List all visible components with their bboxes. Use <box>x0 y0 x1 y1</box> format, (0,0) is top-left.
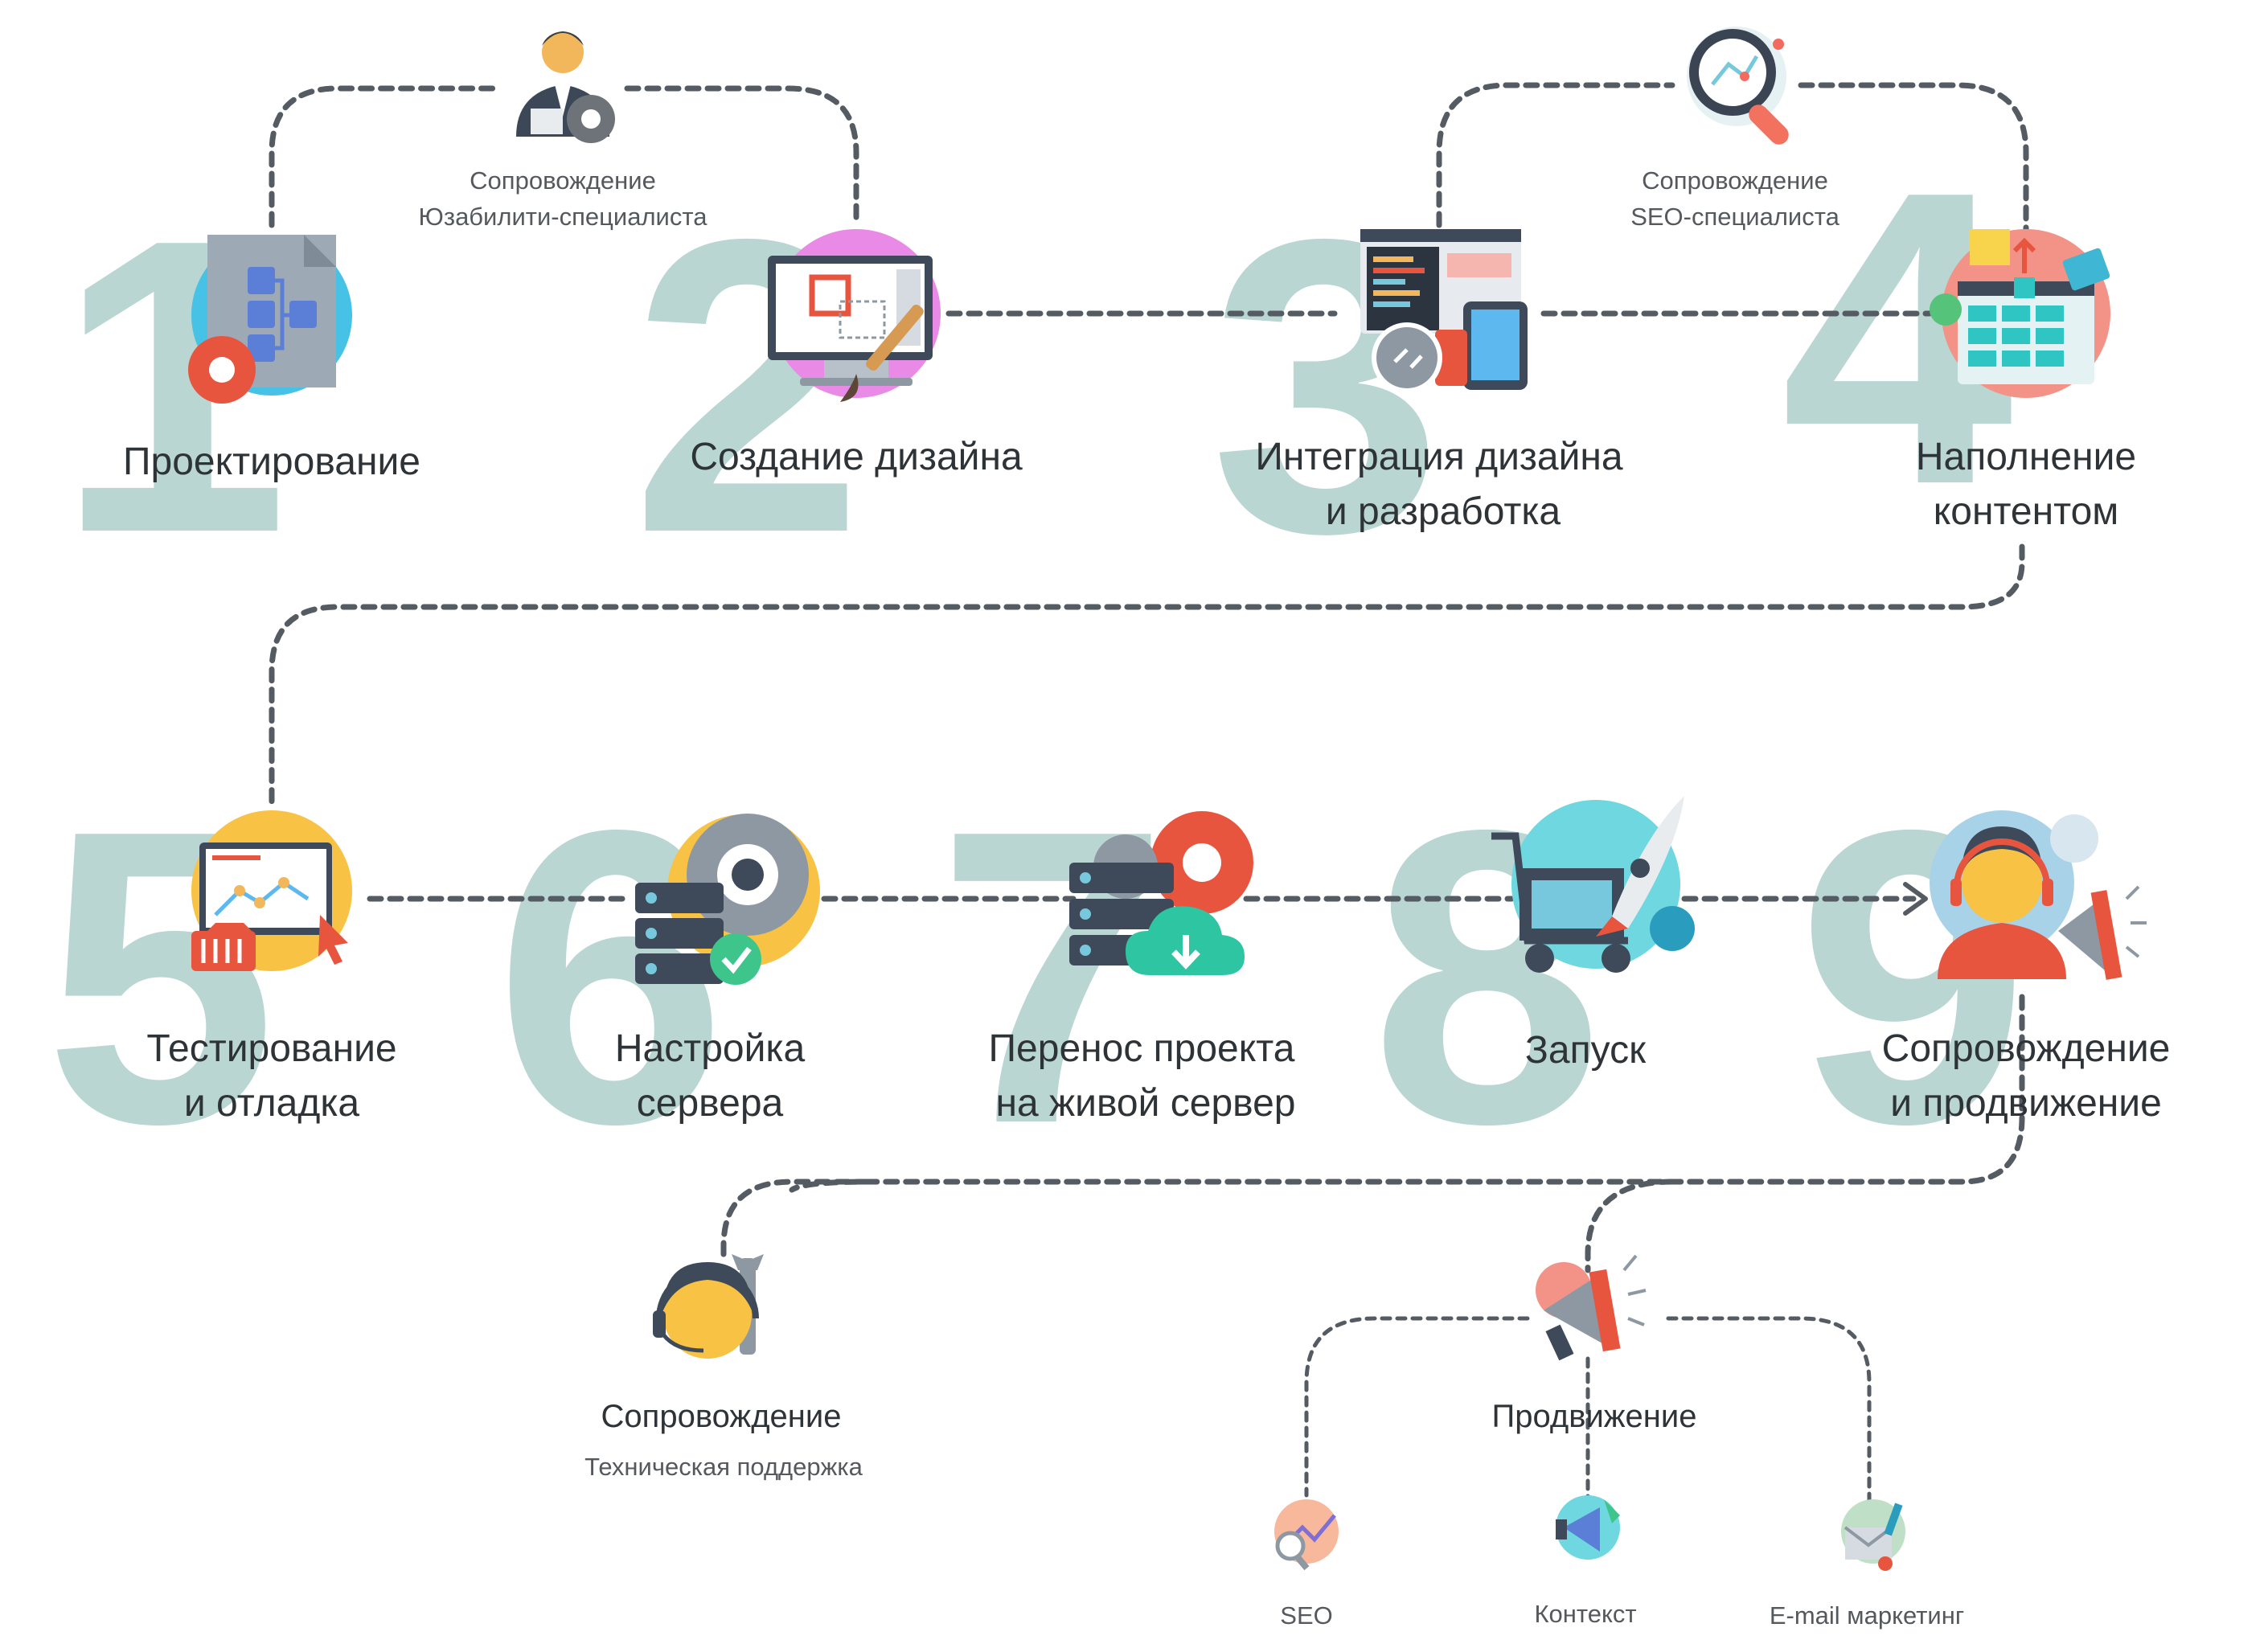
email-marketing-icon <box>1841 1499 1905 1571</box>
monitor-brush-icon <box>768 229 941 402</box>
step-title-9a: Сопровождение <box>1882 1027 2171 1070</box>
context-ads-icon <box>1556 1495 1620 1560</box>
specialist-seo-subtitle: SEO-специалиста <box>1630 203 1839 231</box>
step-title-2: Создание дизайна <box>690 436 1023 478</box>
promotion-branches <box>1304 1316 1872 1510</box>
promotion-megaphone-icon <box>1536 1254 1647 1361</box>
step-title-7a: Перенос проекта <box>989 1027 1295 1070</box>
server-gear-icon <box>635 814 820 985</box>
cart-rocket-icon <box>1491 796 1695 973</box>
channel-context-label: Контекст <box>1534 1600 1636 1628</box>
seo-chart-icon <box>1274 1499 1339 1571</box>
process-path <box>269 82 2029 1273</box>
code-devices-icon <box>1360 229 1528 393</box>
step-title-4a: Наполнение <box>1916 436 2136 478</box>
specialist-seo-title: Сопровождение <box>1642 166 1828 195</box>
server-download-icon <box>1069 811 1253 975</box>
content-board-icon <box>1930 229 2110 398</box>
step-title-5b: и отладка <box>184 1082 359 1125</box>
specialist-usability-subtitle: Юзабилити-специалиста <box>419 203 708 231</box>
step-title-5a: Тестирование <box>146 1027 396 1070</box>
promotion-title: Продвижение <box>1492 1399 1697 1434</box>
support-title: Сопровождение <box>601 1399 842 1434</box>
step-title-6a: Настройка <box>615 1027 806 1070</box>
support-promotion-labels: Сопровождение Техническая поддержка Прод… <box>584 1399 1964 1630</box>
step-number-5: 5 <box>44 744 277 1211</box>
step-title-7b: на живой сервер <box>995 1082 1295 1125</box>
step-title-6b: сервера <box>637 1082 784 1125</box>
usability-specialist-icon <box>516 31 615 143</box>
step-title-8: Запуск <box>1525 1029 1647 1072</box>
channel-seo-label: SEO <box>1280 1601 1332 1630</box>
step-title-1: Проектирование <box>123 441 420 483</box>
channel-email-label: E-mail маркетинг <box>1770 1601 1964 1630</box>
step-titles: Проектирование Создание дизайна Интеграц… <box>123 436 2170 1125</box>
sitemap-gear-icon <box>188 235 352 404</box>
operator-megaphone-icon <box>1930 810 2147 980</box>
step-title-3b: и разработка <box>1326 490 1561 533</box>
support-subtitle: Техническая поддержка <box>584 1453 863 1481</box>
specialist-labels: Сопровождение Юзабилити-специалиста Сопр… <box>419 166 1840 231</box>
testing-chart-icon <box>191 810 352 971</box>
support-operator-wrench-icon <box>653 1254 764 1359</box>
seo-magnifier-icon <box>1687 27 1789 145</box>
step-title-4b: контентом <box>1934 490 2119 533</box>
step-title-9b: и продвижение <box>1890 1082 2162 1125</box>
specialist-usability-title: Сопровождение <box>470 166 656 195</box>
step-number-7: 7 <box>937 744 1169 1211</box>
step-title-3a: Интеграция дизайна <box>1255 436 1623 478</box>
